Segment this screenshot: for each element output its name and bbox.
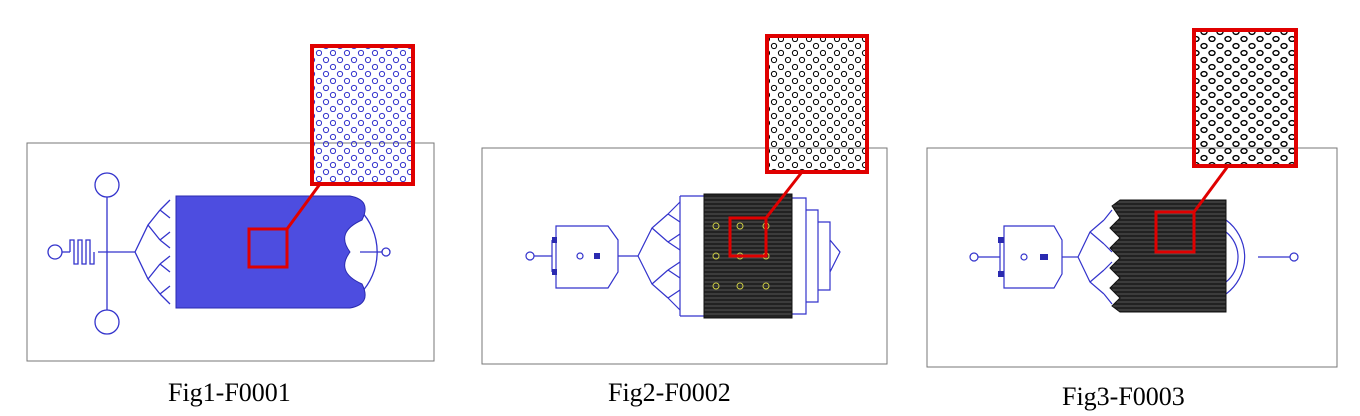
zoom-connector-2	[764, 171, 804, 219]
figure-2-caption: Fig2-F0002	[608, 378, 731, 407]
zoom-inset-1	[310, 44, 415, 186]
zoom-connector-3	[1192, 165, 1230, 213]
zoom-box-3	[1154, 210, 1196, 254]
chip-3-channels	[969, 209, 1299, 305]
chip-2-channels	[525, 195, 841, 317]
chip-1-chamber	[175, 195, 366, 309]
zoom-inset-3	[1192, 28, 1298, 168]
figure-3-caption: Fig3-F0003	[1062, 382, 1185, 411]
chip-1-channels	[47, 172, 391, 335]
figure-3	[926, 28, 1338, 368]
figure-2	[481, 34, 888, 365]
zoom-connector-1	[285, 183, 322, 230]
chip-3-chamber	[1109, 199, 1227, 313]
zoom-box-2	[728, 216, 768, 258]
figure-1	[26, 44, 435, 362]
zoom-box-1	[247, 227, 289, 269]
figure-1-caption: Fig1-F0001	[168, 378, 291, 407]
zoom-inset-2	[765, 34, 869, 174]
